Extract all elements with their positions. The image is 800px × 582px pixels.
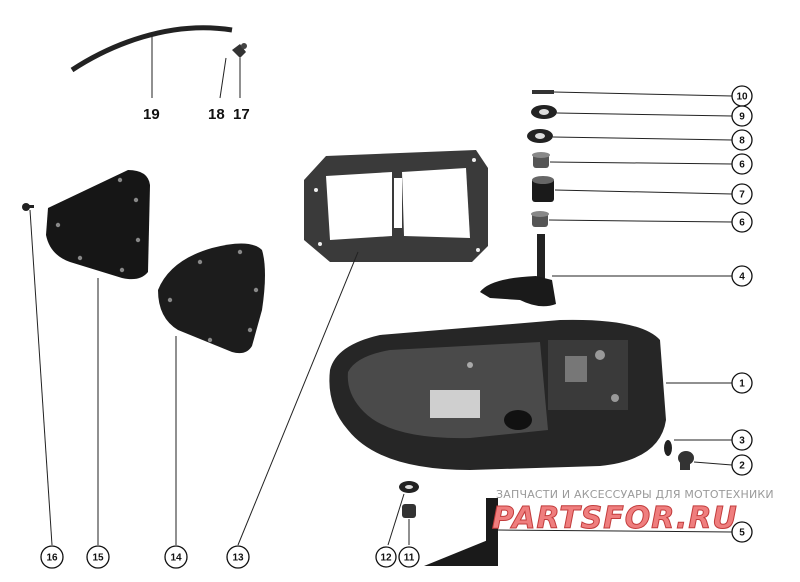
label-13: 13 (232, 553, 244, 564)
callout-13: 13 (226, 545, 250, 569)
callout-12: 12 (375, 546, 397, 568)
callout-10: 10 (731, 85, 753, 107)
label-4: 4 (739, 272, 745, 283)
callout-8: 8 (731, 129, 753, 151)
callout-1: 1 (731, 372, 753, 394)
bushing-upper-part-6 (532, 152, 550, 168)
grommet-part-12 (399, 481, 419, 493)
label-18: 18 (208, 106, 225, 123)
callout-9: 9 (731, 105, 753, 127)
pin-part-10 (532, 90, 554, 94)
bushing-part-11 (402, 504, 416, 518)
label-6-lower: 6 (739, 218, 745, 229)
label-3: 3 (739, 436, 745, 447)
label-14: 14 (170, 553, 182, 564)
lever-part-5 (424, 498, 498, 566)
bushing-lower-part-6 (531, 211, 549, 227)
lever-part-4 (480, 234, 556, 307)
hose-part-19 (70, 25, 233, 73)
washer-part-8 (527, 129, 553, 143)
label-10: 10 (736, 92, 748, 103)
screw-part-16 (22, 203, 34, 211)
callout-3: 3 (731, 429, 753, 451)
callout-5: 5 (731, 521, 753, 543)
label-16: 16 (46, 553, 58, 564)
watermark-tagline: ЗАПЧАСТИ И АКСЕССУАРЫ ДЛЯ МОТОТЕХНИКИ (496, 488, 774, 501)
callout-6-upper: 6 (731, 153, 753, 175)
callout-6-lower: 6 (731, 211, 753, 233)
watermark-logo: PARTSFOR.RU (492, 501, 738, 536)
label-15: 15 (92, 553, 104, 564)
callout-15: 15 (86, 545, 110, 569)
washer-part-9 (531, 105, 557, 119)
label-6-upper: 6 (739, 160, 745, 171)
label-8: 8 (739, 136, 745, 147)
label-2: 2 (739, 461, 745, 472)
callout-7: 7 (731, 183, 753, 205)
label-11: 11 (404, 553, 415, 564)
gasket-part-13 (304, 150, 488, 262)
label-12: 12 (380, 553, 392, 564)
label-19: 19 (143, 106, 160, 123)
label-7: 7 (739, 190, 745, 201)
sleeve-part-7 (532, 176, 554, 202)
callout-11: 11 (398, 546, 420, 568)
clip-part-17-18 (232, 43, 247, 58)
bottom-cowl-part-1 (329, 319, 666, 470)
label-5: 5 (739, 528, 745, 539)
label-17: 17 (233, 106, 250, 123)
cover-plate-part-14 (158, 243, 265, 354)
label-1: 1 (739, 379, 745, 390)
callout-2: 2 (731, 454, 753, 476)
callout-14: 14 (164, 545, 188, 569)
callout-16: 16 (40, 545, 64, 569)
callout-4: 4 (731, 265, 753, 287)
washer-part-3 (664, 440, 672, 456)
cover-plate-part-15 (46, 170, 150, 280)
label-9: 9 (739, 112, 745, 123)
knob-part-2 (678, 451, 694, 470)
